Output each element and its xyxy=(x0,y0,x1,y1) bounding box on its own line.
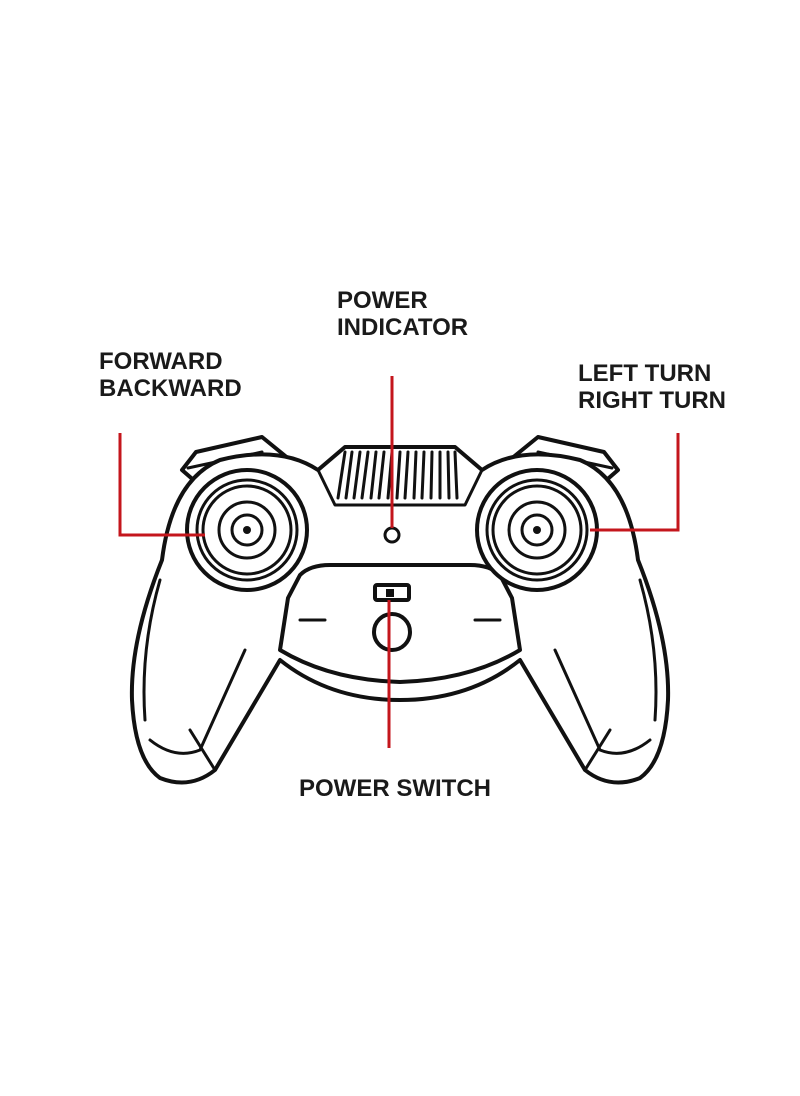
right-turn-label: RIGHT TURN xyxy=(578,387,726,414)
power-indicator-label-line-1: POWER xyxy=(337,287,428,314)
right-joystick[interactable] xyxy=(475,468,599,592)
left-joystick[interactable] xyxy=(185,468,309,592)
leader-lines xyxy=(118,376,680,748)
left-right-turn-label: LEFT TURN RIGHT TURN xyxy=(578,360,726,414)
backward-label: BACKWARD xyxy=(99,375,242,402)
power-switch-label: POWER SWITCH xyxy=(299,775,491,802)
power-indicator-label: POWER INDICATOR xyxy=(337,287,468,341)
left-turn-label: LEFT TURN xyxy=(578,360,712,387)
leader-forward-backward xyxy=(118,433,205,537)
leader-left-right-turn xyxy=(590,433,680,532)
forward-backward-label: FORWARD BACKWARD xyxy=(99,348,242,402)
forward-label: FORWARD xyxy=(99,348,223,375)
power-indicator-label-line-2: INDICATOR xyxy=(337,314,469,341)
power-switch-label-text: POWER SWITCH xyxy=(299,775,491,802)
power-switch[interactable] xyxy=(372,583,412,652)
